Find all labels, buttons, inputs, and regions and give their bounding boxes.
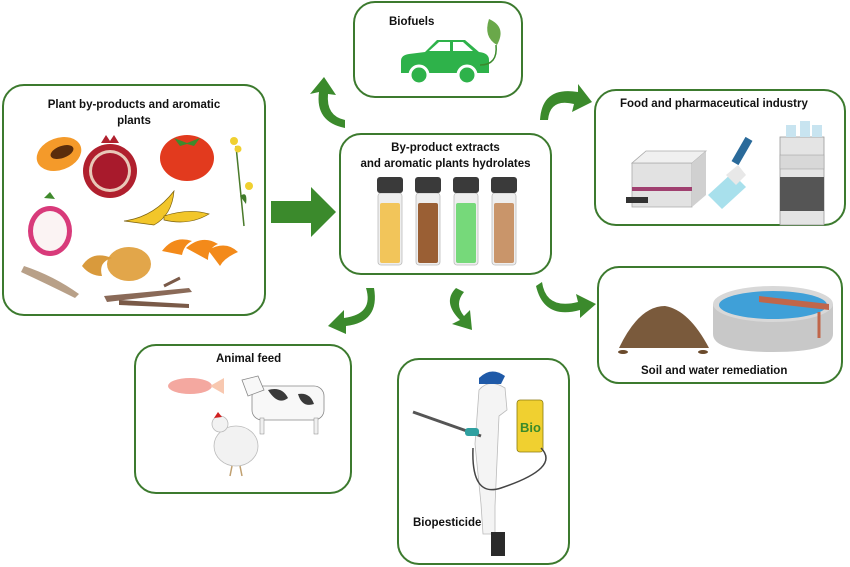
sprayer-person-illustration: Bio: [412, 371, 547, 556]
animals-illustration: [168, 375, 325, 477]
food-pharma-title: Food and pharmaceutical industry: [620, 98, 808, 110]
soil-pile-icon: [618, 306, 709, 354]
biofuels-title: Biofuels: [389, 16, 435, 28]
orange-peel-icon: [162, 239, 238, 266]
lab-equipment-illustration: [626, 121, 825, 226]
extracts-title-line1: By-product extracts: [391, 142, 500, 154]
banana-peel-icon: [123, 189, 210, 226]
extracts-title: By-product extracts and aromatic plants …: [341, 141, 550, 172]
arrow-to-animal-feed: [328, 288, 375, 334]
biofuels-box: Biofuels: [353, 1, 523, 98]
vial-green-extract: [453, 177, 479, 266]
car-leaf-illustration: [401, 19, 501, 86]
vial-liquid: [456, 203, 476, 263]
vial-cap: [491, 177, 517, 193]
vial-yellow-extract: [377, 177, 403, 266]
papaya-icon: [36, 137, 82, 171]
water-tank-icon: [713, 286, 833, 352]
plant-byproducts-title-line2: plants: [117, 114, 151, 127]
arrow-to-food-pharma: [540, 84, 592, 120]
hplc-icon: [779, 121, 825, 226]
arrow-to-biopesticides: [449, 288, 472, 330]
vials-illustration: [377, 177, 517, 266]
vial-cap: [453, 177, 479, 193]
rapeseed-flower-icon: [230, 137, 253, 227]
vial-cap: [415, 177, 441, 193]
plate-reader-icon: [626, 150, 708, 208]
extracts-title-line2: and aromatic plants hydrolates: [360, 157, 531, 170]
sprayer-tank-label: Bio: [520, 420, 541, 435]
vial-liquid: [494, 203, 514, 263]
fish-icon: [168, 378, 224, 394]
vial-liquid: [380, 203, 400, 263]
biopesticides-title: Biopesticides: [413, 517, 488, 529]
biopesticides-box: Biopesticides Bio: [397, 358, 570, 565]
plant-byproducts-title: Plant by-products and aromatic plants: [4, 98, 264, 129]
arrow-to-biofuels: [310, 77, 345, 128]
cow-icon: [241, 375, 325, 435]
potato-peel-icon: [82, 247, 151, 281]
vial-tan-extract: [491, 177, 517, 266]
soil-water-title: Soil and water remediation: [641, 365, 788, 377]
animal-feed-title: Animal feed: [216, 353, 282, 365]
extracts-box: By-product extracts and aromatic plants …: [339, 133, 552, 275]
wood-sticks-icon: [104, 276, 192, 308]
vial-cap: [377, 177, 403, 193]
backpack-sprayer-icon: Bio: [472, 399, 547, 491]
plant-byproducts-illustrations: [21, 135, 253, 308]
person-in-protective-suit-icon: [412, 371, 508, 556]
vial-liquid: [418, 203, 438, 263]
chicken-icon: [211, 412, 259, 477]
remediation-illustration: [618, 286, 833, 354]
root-icon: [21, 266, 79, 298]
vial-brown-extract: [415, 177, 441, 266]
plant-byproducts-box: Plant by-products and aromatic plants: [2, 84, 266, 316]
pomegranate-icon: [83, 135, 137, 198]
pipette-icon: [708, 136, 753, 209]
food-pharma-box: Food and pharmaceutical industry: [594, 89, 846, 226]
animal-feed-box: Animal feed: [134, 344, 352, 494]
tomato-icon: [160, 135, 214, 181]
leaf-icon: [479, 19, 501, 66]
plant-byproducts-title-line1: Plant by-products and aromatic: [47, 99, 221, 111]
soil-water-box: Soil and water remediation: [597, 266, 843, 384]
car-icon: [401, 40, 489, 86]
arrow-source-to-extracts: [271, 187, 336, 237]
dragon-fruit-icon: [28, 192, 72, 256]
arrow-to-soil-water: [536, 282, 596, 318]
